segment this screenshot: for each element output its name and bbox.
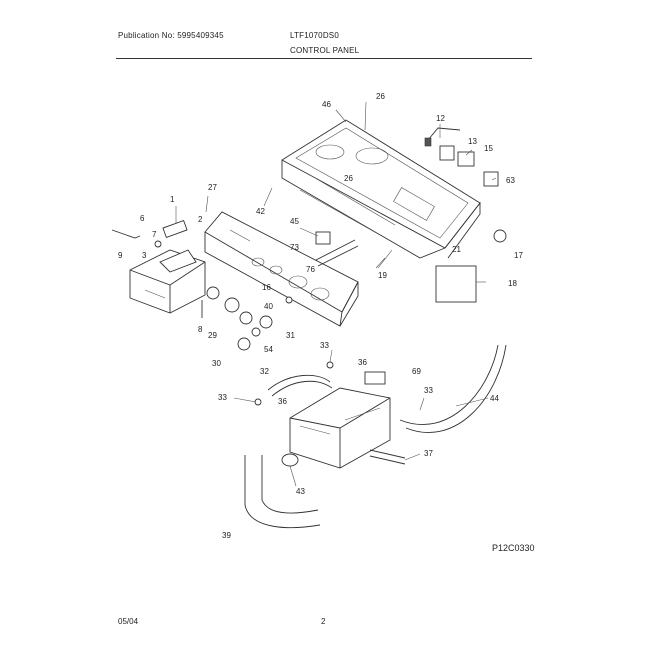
- callout: 45: [290, 217, 299, 226]
- callout: 29: [208, 331, 217, 340]
- callout: 36: [358, 358, 367, 367]
- callout: 69: [412, 367, 421, 376]
- header-rule: [116, 58, 532, 59]
- callout-labels: 26 46 12 13 15 63 1 27 6 7 2 42 45 73 76…: [118, 92, 523, 540]
- callout: 19: [378, 271, 387, 280]
- hose-39: [244, 455, 321, 529]
- part-6: [111, 229, 141, 239]
- callout: 33: [424, 386, 433, 395]
- part-1: [162, 219, 188, 239]
- callout: 26: [376, 92, 385, 101]
- knob-31: [259, 315, 273, 329]
- knob-17: [493, 229, 507, 243]
- hose-32: [267, 374, 331, 391]
- leader-lines: [175, 101, 497, 487]
- callout: 15: [484, 144, 493, 153]
- knob-29b: [239, 311, 253, 325]
- callout: 73: [290, 243, 299, 252]
- callout: 76: [306, 265, 315, 274]
- hose-44-edge: [405, 344, 507, 433]
- knob-29a: [224, 297, 240, 313]
- callout: 27: [208, 183, 217, 192]
- callout: 7: [152, 230, 157, 239]
- hose-44: [399, 344, 499, 425]
- callout: 26: [344, 174, 353, 183]
- callout: 46: [322, 100, 331, 109]
- part-45: [315, 231, 331, 245]
- hose-32-edge: [271, 380, 333, 397]
- section-title: CONTROL PANEL: [290, 46, 360, 55]
- callout: 63: [506, 176, 515, 185]
- dispenser-drawer: [129, 249, 206, 314]
- callout: 30: [212, 359, 221, 368]
- callout: 33: [320, 341, 329, 350]
- part-54: [251, 327, 261, 337]
- callout: 40: [264, 302, 273, 311]
- callout: 3: [142, 251, 147, 260]
- callout: 43: [296, 487, 305, 496]
- dispenser-hopper: [289, 387, 391, 469]
- callout: 8: [198, 325, 203, 334]
- spring-37: [369, 449, 406, 465]
- model-number: LTF1070DS0: [290, 31, 339, 40]
- knob-30: [237, 337, 251, 351]
- callout: 37: [424, 449, 433, 458]
- callout: 9: [118, 251, 123, 260]
- callout: 54: [264, 345, 273, 354]
- callout: 18: [508, 279, 517, 288]
- module-18: [435, 265, 477, 303]
- part-40: [285, 296, 293, 304]
- clamp-33b: [326, 361, 334, 369]
- console-frame: [281, 119, 481, 259]
- callout: 21: [452, 245, 461, 254]
- page-number: 2: [321, 617, 326, 626]
- callout: 2: [198, 215, 203, 224]
- footer-date: 05/04: [118, 617, 139, 626]
- publication-number: Publication No: 5995409345: [118, 31, 224, 40]
- callout: 42: [256, 207, 265, 216]
- callout: 32: [260, 367, 269, 376]
- callout: 39: [222, 531, 231, 540]
- wire-harness-12: [424, 127, 461, 147]
- callout: 17: [514, 251, 523, 260]
- callout: 13: [468, 137, 477, 146]
- callout: 36: [278, 397, 287, 406]
- part-76: [315, 239, 359, 267]
- callout: 16: [262, 283, 271, 292]
- callout: 31: [286, 331, 295, 340]
- callout: 12: [436, 114, 445, 123]
- switch-13: [439, 145, 455, 161]
- switch-15: [457, 151, 475, 167]
- callout: 1: [170, 195, 175, 204]
- callout: 33: [218, 393, 227, 402]
- knob-16: [206, 286, 220, 300]
- part-7: [154, 240, 162, 248]
- callout: 44: [490, 394, 499, 403]
- control-panel: [204, 211, 359, 327]
- hose-39-edge: [261, 455, 319, 514]
- callout: 6: [140, 214, 145, 223]
- clamp-43: [281, 453, 299, 467]
- part-63: [483, 171, 499, 187]
- figure-id: P12C0330: [492, 543, 535, 553]
- valve-69: [364, 371, 386, 385]
